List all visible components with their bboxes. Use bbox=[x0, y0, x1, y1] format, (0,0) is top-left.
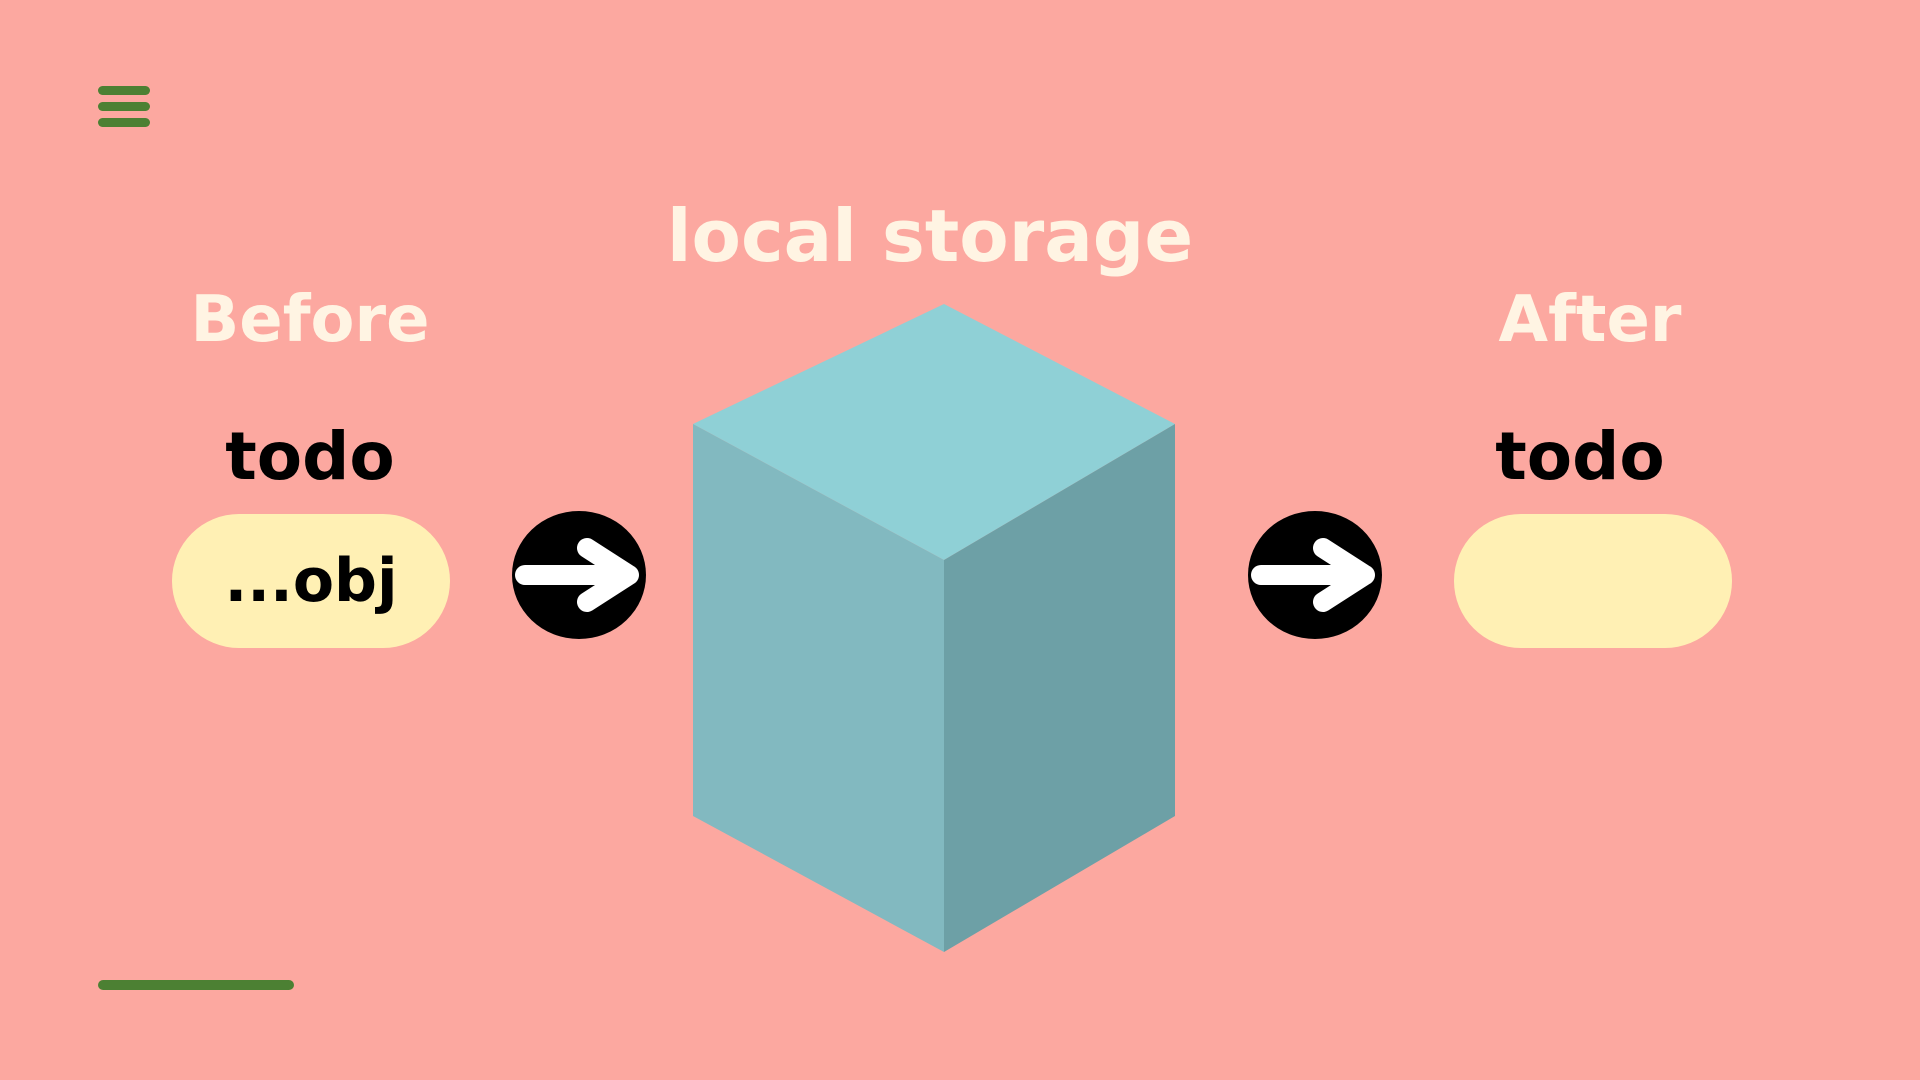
menu-icon[interactable] bbox=[98, 86, 150, 130]
right-arrow-icon bbox=[512, 511, 646, 639]
after-key-label: todo bbox=[1495, 418, 1665, 495]
storage-cube-right-face bbox=[944, 424, 1175, 952]
storage-cube bbox=[693, 304, 1175, 952]
after-value-pill bbox=[1454, 514, 1732, 648]
before-heading: Before bbox=[190, 283, 430, 357]
before-value-pill: ...obj bbox=[172, 514, 450, 648]
before-value-text: ...obj bbox=[224, 546, 398, 616]
local-storage-title: local storage bbox=[666, 194, 1194, 278]
menu-icon-bar-bottom bbox=[98, 118, 150, 127]
right-arrow-icon bbox=[1248, 511, 1382, 639]
footer-divider-line bbox=[98, 980, 294, 990]
menu-icon-bar-top bbox=[98, 86, 150, 95]
menu-icon-bar-middle bbox=[98, 102, 150, 111]
before-key-label: todo bbox=[225, 418, 395, 495]
storage-cube-top-face bbox=[693, 304, 1175, 560]
after-heading: After bbox=[1498, 283, 1682, 357]
storage-cube-left-face bbox=[693, 424, 944, 952]
